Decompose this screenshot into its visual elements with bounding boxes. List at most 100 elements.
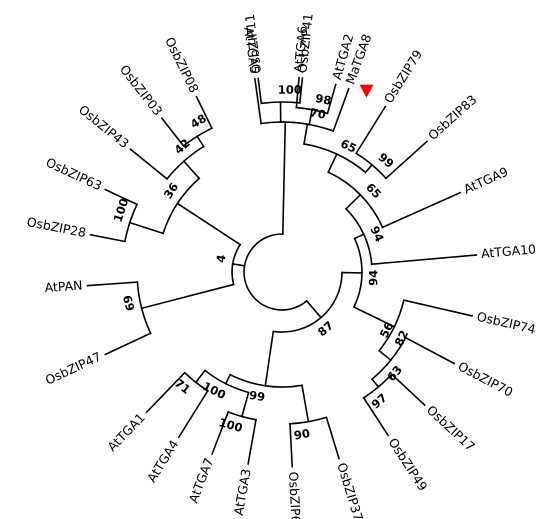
taxon-label-osbzip63: OsbZIP63: [44, 154, 105, 193]
support-value-n11: 94: [366, 270, 380, 286]
branch-arc-n23: [231, 243, 242, 286]
branch-arc-n4: [303, 142, 367, 174]
branch-arc-n9: [370, 336, 407, 381]
support-value-n10: 97: [369, 391, 390, 412]
support-value-n23: 4: [213, 254, 228, 264]
branch-arc-n8: [377, 299, 405, 352]
branch-n9: [377, 349, 392, 362]
branch-n12: [305, 299, 323, 319]
branch-L21: [129, 148, 169, 181]
branch-L24: [253, 77, 263, 125]
taxon-label-osbzip79: OsbZIP79: [381, 47, 426, 106]
taxon-label-osbzip49: OsbZIP49: [385, 435, 430, 494]
branch-arc-n11: [352, 237, 363, 309]
branch-L3: [355, 105, 387, 155]
taxon-label-attga9: AtTGA9: [461, 164, 510, 197]
taxon-label-osbzip08: OsbZIP08: [162, 35, 202, 96]
branch-L16: [145, 371, 186, 414]
branch-L20: [104, 188, 139, 206]
taxon-label-osbzip41: OsbZIP41: [294, 13, 315, 74]
taxon-label-osbzip43: OsbZIP43: [76, 102, 132, 151]
taxon-label-attga5: AtTGA5: [241, 26, 262, 75]
support-value-n19: 100: [111, 197, 132, 224]
branch-L17: [104, 332, 152, 356]
branch-L8: [404, 336, 456, 365]
branch-L7: [402, 299, 473, 317]
support-value-n24: 98: [314, 91, 332, 108]
branch-n17: [264, 330, 275, 387]
branch-n6: [353, 233, 365, 240]
branch-L22: [160, 117, 185, 148]
branch-n15: [194, 369, 207, 384]
branch-L0: [257, 77, 263, 105]
branch-n19: [128, 221, 165, 235]
branch-arc-n22: [162, 177, 201, 235]
support-value-n15: 71: [172, 376, 193, 397]
branch-arc-n12: [272, 271, 343, 333]
support-value-n14: 100: [217, 415, 244, 435]
branch-n14: [240, 391, 250, 418]
branch-L2: [332, 87, 350, 133]
taxon-label-atpan: AtPAN: [44, 278, 83, 296]
branch-n10: [370, 378, 380, 389]
branch-n7: [352, 306, 381, 321]
branch-n8: [378, 318, 396, 328]
taxon-label-osbzip47: OsbZIP47: [43, 349, 104, 388]
branch-L11: [325, 416, 340, 460]
branch-arc-n18: [136, 281, 152, 335]
taxon-label-osbzip83: OsbZIP83: [425, 92, 480, 143]
taxon-label-osbzip11: OsbZIP11: [242, 13, 264, 74]
branch-L12: [289, 422, 294, 468]
branch-n18: [140, 283, 235, 310]
branch-n3: [364, 163, 374, 174]
branch-L6: [370, 254, 478, 266]
support-value-n1: 100: [278, 83, 302, 97]
taxon-label-osbzip64: OsbZIP64: [286, 471, 304, 519]
support-value-n13: 90: [293, 426, 311, 443]
taxon-label-osbzip28: OsbZIP28: [26, 214, 88, 240]
support-value-n2: 70: [309, 105, 327, 122]
support-value-n12: 87: [315, 318, 336, 339]
taxon-label-attga7: AtTGA7: [185, 456, 216, 505]
taxon-label-attga10: AtTGA10: [480, 241, 536, 261]
taxon-label-osbzip70: OsbZIP70: [456, 358, 516, 399]
support-value-n21: 42: [171, 136, 192, 157]
taxon-label-attga6: AtTGA6: [291, 25, 310, 73]
branch-L10: [362, 396, 390, 437]
branch-arc-n5: [327, 171, 384, 229]
branch-L4: [384, 140, 429, 180]
branch-n25: [281, 121, 287, 235]
branch-n24: [308, 108, 314, 126]
branch-L9: [390, 373, 426, 407]
support-value-n17: 99: [248, 388, 266, 404]
branch-n4: [327, 153, 338, 174]
branch-arc-n21: [165, 145, 205, 181]
taxon-label-osbzip03: OsbZIP03: [117, 62, 166, 119]
branch-arc-n17: [229, 373, 303, 388]
support-value-n22: 36: [161, 180, 181, 201]
tree-branches: [86, 76, 478, 468]
taxon-label-attga1: AtTGA1: [104, 410, 147, 454]
branch-arc-n25: [260, 121, 311, 126]
branch-n16: [224, 373, 232, 385]
branch-n2: [303, 123, 309, 145]
branch-L23: [195, 95, 213, 130]
highlight-marker-triangle-icon: [359, 84, 374, 98]
branch-L15: [177, 389, 209, 439]
taxon-label-osbzip37: OsbZIP37: [334, 461, 366, 519]
marker-layer: [359, 84, 374, 98]
branch-n13: [301, 384, 310, 423]
support-value-n3: 99: [375, 150, 396, 171]
branch-L1: [298, 77, 304, 104]
support-value-n18: 69: [120, 294, 138, 313]
branch-n20: [196, 135, 205, 148]
branch-L25: [295, 76, 300, 109]
taxon-label-osbzip17: OsbZIP17: [424, 402, 478, 454]
support-value-n9: 63: [384, 363, 405, 384]
branch-L13: [247, 418, 257, 465]
branch-n5: [344, 193, 362, 210]
branch-L5: [381, 191, 462, 229]
support-value-n8: 82: [392, 328, 412, 349]
branch-L26: [326, 83, 337, 115]
